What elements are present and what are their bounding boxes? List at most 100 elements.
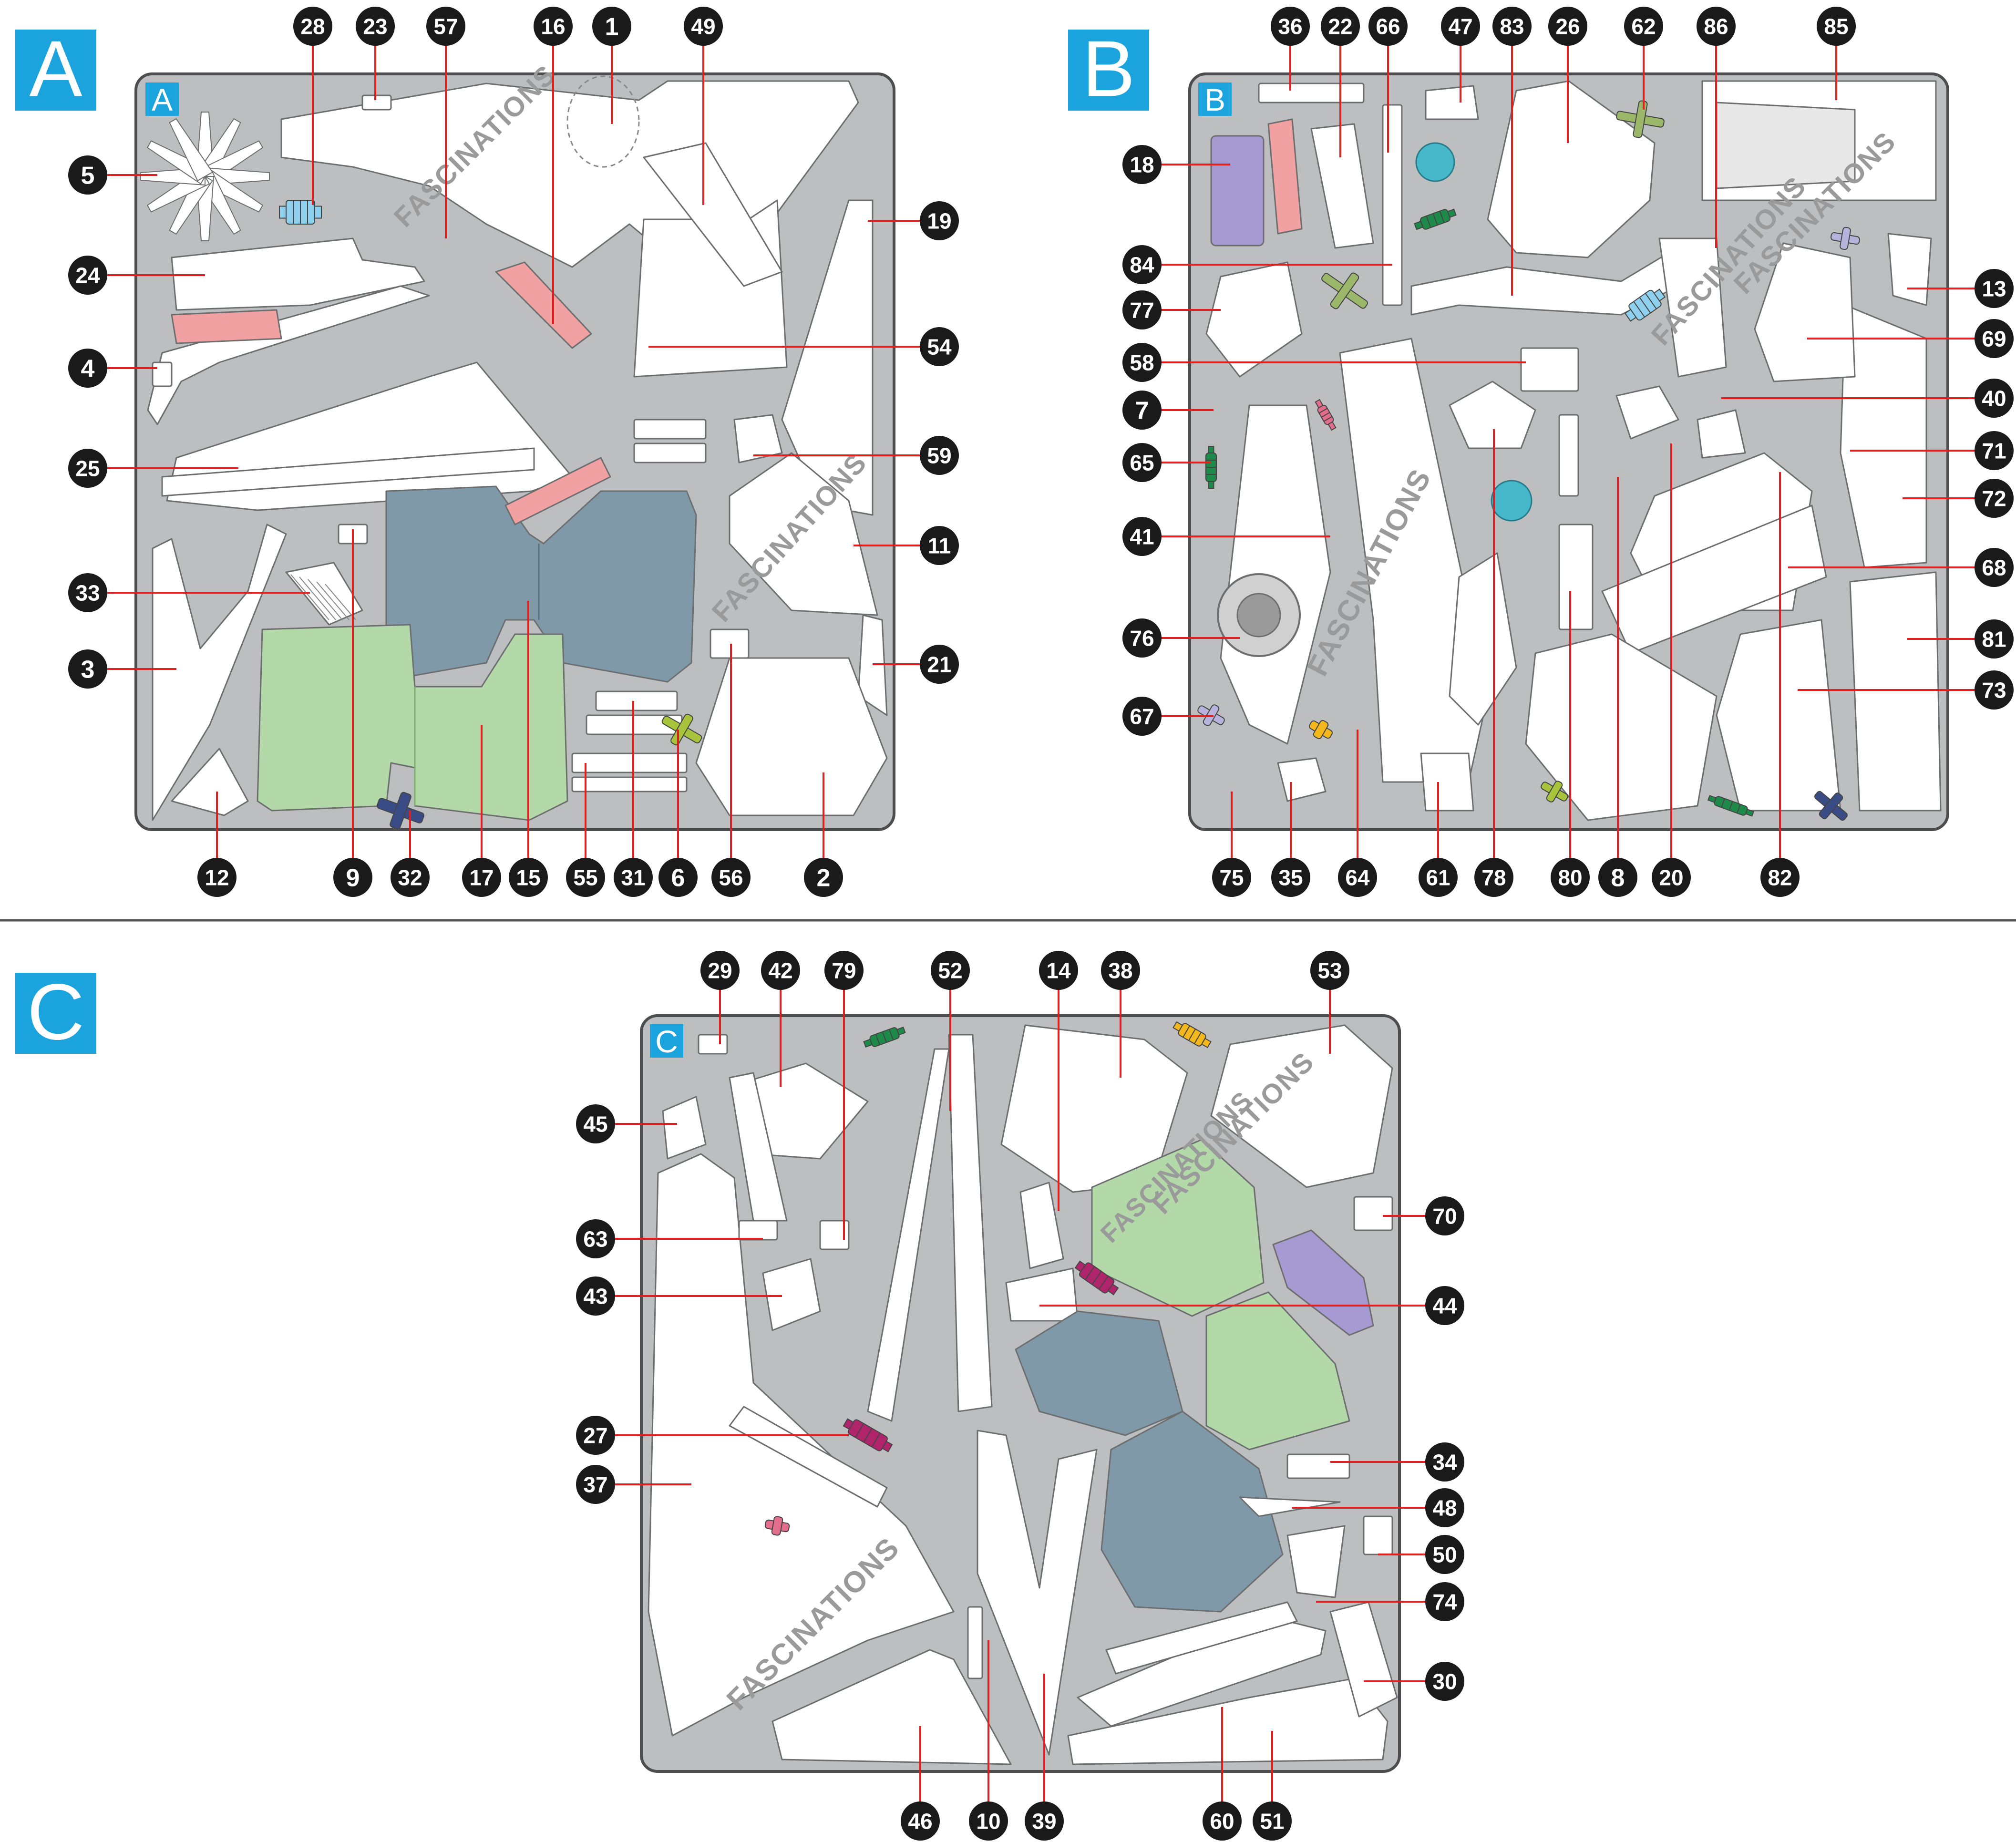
callout-number: 41 (1130, 525, 1154, 549)
callout-54: 54 (648, 327, 959, 366)
callout-badge (920, 201, 959, 240)
callout-number: 26 (1555, 14, 1580, 39)
callout-number: 8 (1611, 864, 1625, 892)
callout-number: 5 (81, 162, 95, 190)
callout-84: 84 (1122, 245, 1392, 284)
callout-badge (1122, 145, 1162, 184)
callout-badge (293, 7, 332, 46)
callout-badge (1975, 619, 2014, 659)
callout-86: 86 (1697, 7, 1736, 248)
callout-badge (197, 858, 237, 897)
piece-25-strip (161, 447, 535, 497)
callout-83: 83 (1492, 7, 1532, 296)
callout-badge (1203, 1801, 1242, 1841)
piece-13 (1887, 233, 1932, 306)
callout-23: 23 (356, 7, 395, 100)
callout-41: 41 (1122, 517, 1330, 556)
callout-51: 51 (1253, 1731, 1292, 1841)
callout-number: 27 (583, 1423, 607, 1448)
callout-number: 60 (1210, 1809, 1234, 1834)
callout-69: 69 (1807, 319, 2014, 358)
piece-74 (1286, 1525, 1346, 1598)
callout-badge (1122, 290, 1162, 329)
callout-badge (1271, 858, 1310, 897)
callout-11: 11 (854, 526, 959, 565)
piece-pink-mid (504, 457, 611, 525)
piece-78-teal (1491, 480, 1533, 522)
callout-number: 10 (976, 1809, 1000, 1834)
piece-80 (1558, 524, 1594, 630)
piece-47 (1425, 85, 1479, 120)
callout-badge (1975, 431, 2014, 470)
callout-number: 70 (1432, 1204, 1457, 1229)
piece-2 (695, 657, 888, 816)
callout-badge (576, 1276, 615, 1316)
callout-number: 52 (938, 958, 962, 983)
callout-38: 38 (1101, 951, 1140, 1078)
callout-number: 83 (1500, 14, 1524, 39)
callout-number: 2 (817, 864, 831, 892)
callout-number: 35 (1278, 865, 1303, 890)
callout-17: 17 (462, 725, 501, 897)
callout-number: 4 (81, 355, 95, 383)
piece-24 (171, 237, 425, 311)
piece-pink-b (1267, 118, 1303, 235)
sheet-corner-letter: A (152, 82, 173, 117)
callout-badge (1425, 1488, 1464, 1527)
piece-lav-b (1831, 226, 1860, 250)
callout-badge (1975, 479, 2014, 518)
piece-33 (285, 562, 363, 626)
callout-77: 77 (1122, 290, 1221, 329)
callout-21: 21 (873, 645, 959, 684)
piece-42b (729, 1072, 788, 1222)
callout-number: 28 (300, 14, 325, 39)
callout-number: 76 (1130, 626, 1154, 651)
callout-number: 55 (573, 865, 597, 890)
callout-badge (68, 256, 107, 295)
piece-16-pink (495, 261, 592, 349)
callout-number: 69 (1982, 327, 2006, 351)
callout-number: 29 (708, 958, 732, 983)
callout-badge (920, 327, 959, 366)
piece-11 (729, 452, 878, 616)
callout-number: 39 (1032, 1809, 1056, 1834)
callout-badge (576, 1416, 615, 1455)
callout-badge (1760, 858, 1800, 897)
piece-bottom-arc (1525, 633, 1718, 821)
callout-badge (1271, 7, 1310, 46)
callout-number: 46 (908, 1809, 932, 1834)
callout-70: 70 (1383, 1196, 1464, 1235)
callout-number: 85 (1824, 14, 1848, 39)
piece-20 (1615, 385, 1679, 440)
callout-badge (658, 858, 698, 897)
callout-40: 40 (1721, 379, 2014, 418)
callout-13: 13 (1907, 269, 2014, 308)
callout-badge (931, 951, 970, 990)
callout-number: 7 (1135, 397, 1149, 425)
piece-48 (1239, 1496, 1341, 1517)
callout-64: 64 (1338, 730, 1377, 897)
callout-16: 16 (534, 7, 573, 324)
piece-36 (1258, 82, 1365, 103)
callout-badge (1425, 1442, 1464, 1482)
piece-78 (1449, 552, 1517, 726)
callout-number: 31 (621, 865, 645, 890)
callout-number: 34 (1432, 1450, 1457, 1475)
piece-4-rail (147, 285, 430, 425)
callout-number: 11 (928, 534, 951, 558)
callout-badge (1548, 7, 1587, 46)
piece-81 (1849, 571, 1942, 812)
callout-22: 22 (1321, 7, 1360, 157)
callout-number: 59 (927, 443, 951, 468)
callout-badge (824, 951, 864, 990)
callout-33: 33 (68, 573, 310, 612)
callout-number: 81 (1982, 627, 2006, 652)
callout-number: 47 (1448, 14, 1472, 39)
sheet-corner-tag: C (650, 1024, 683, 1059)
callout-76: 76 (1122, 618, 1240, 658)
sheet-tab-box (15, 973, 96, 1054)
callout-28: 28 (293, 7, 332, 205)
piece-8 (1558, 414, 1579, 497)
callout-82: 82 (1760, 472, 1800, 897)
